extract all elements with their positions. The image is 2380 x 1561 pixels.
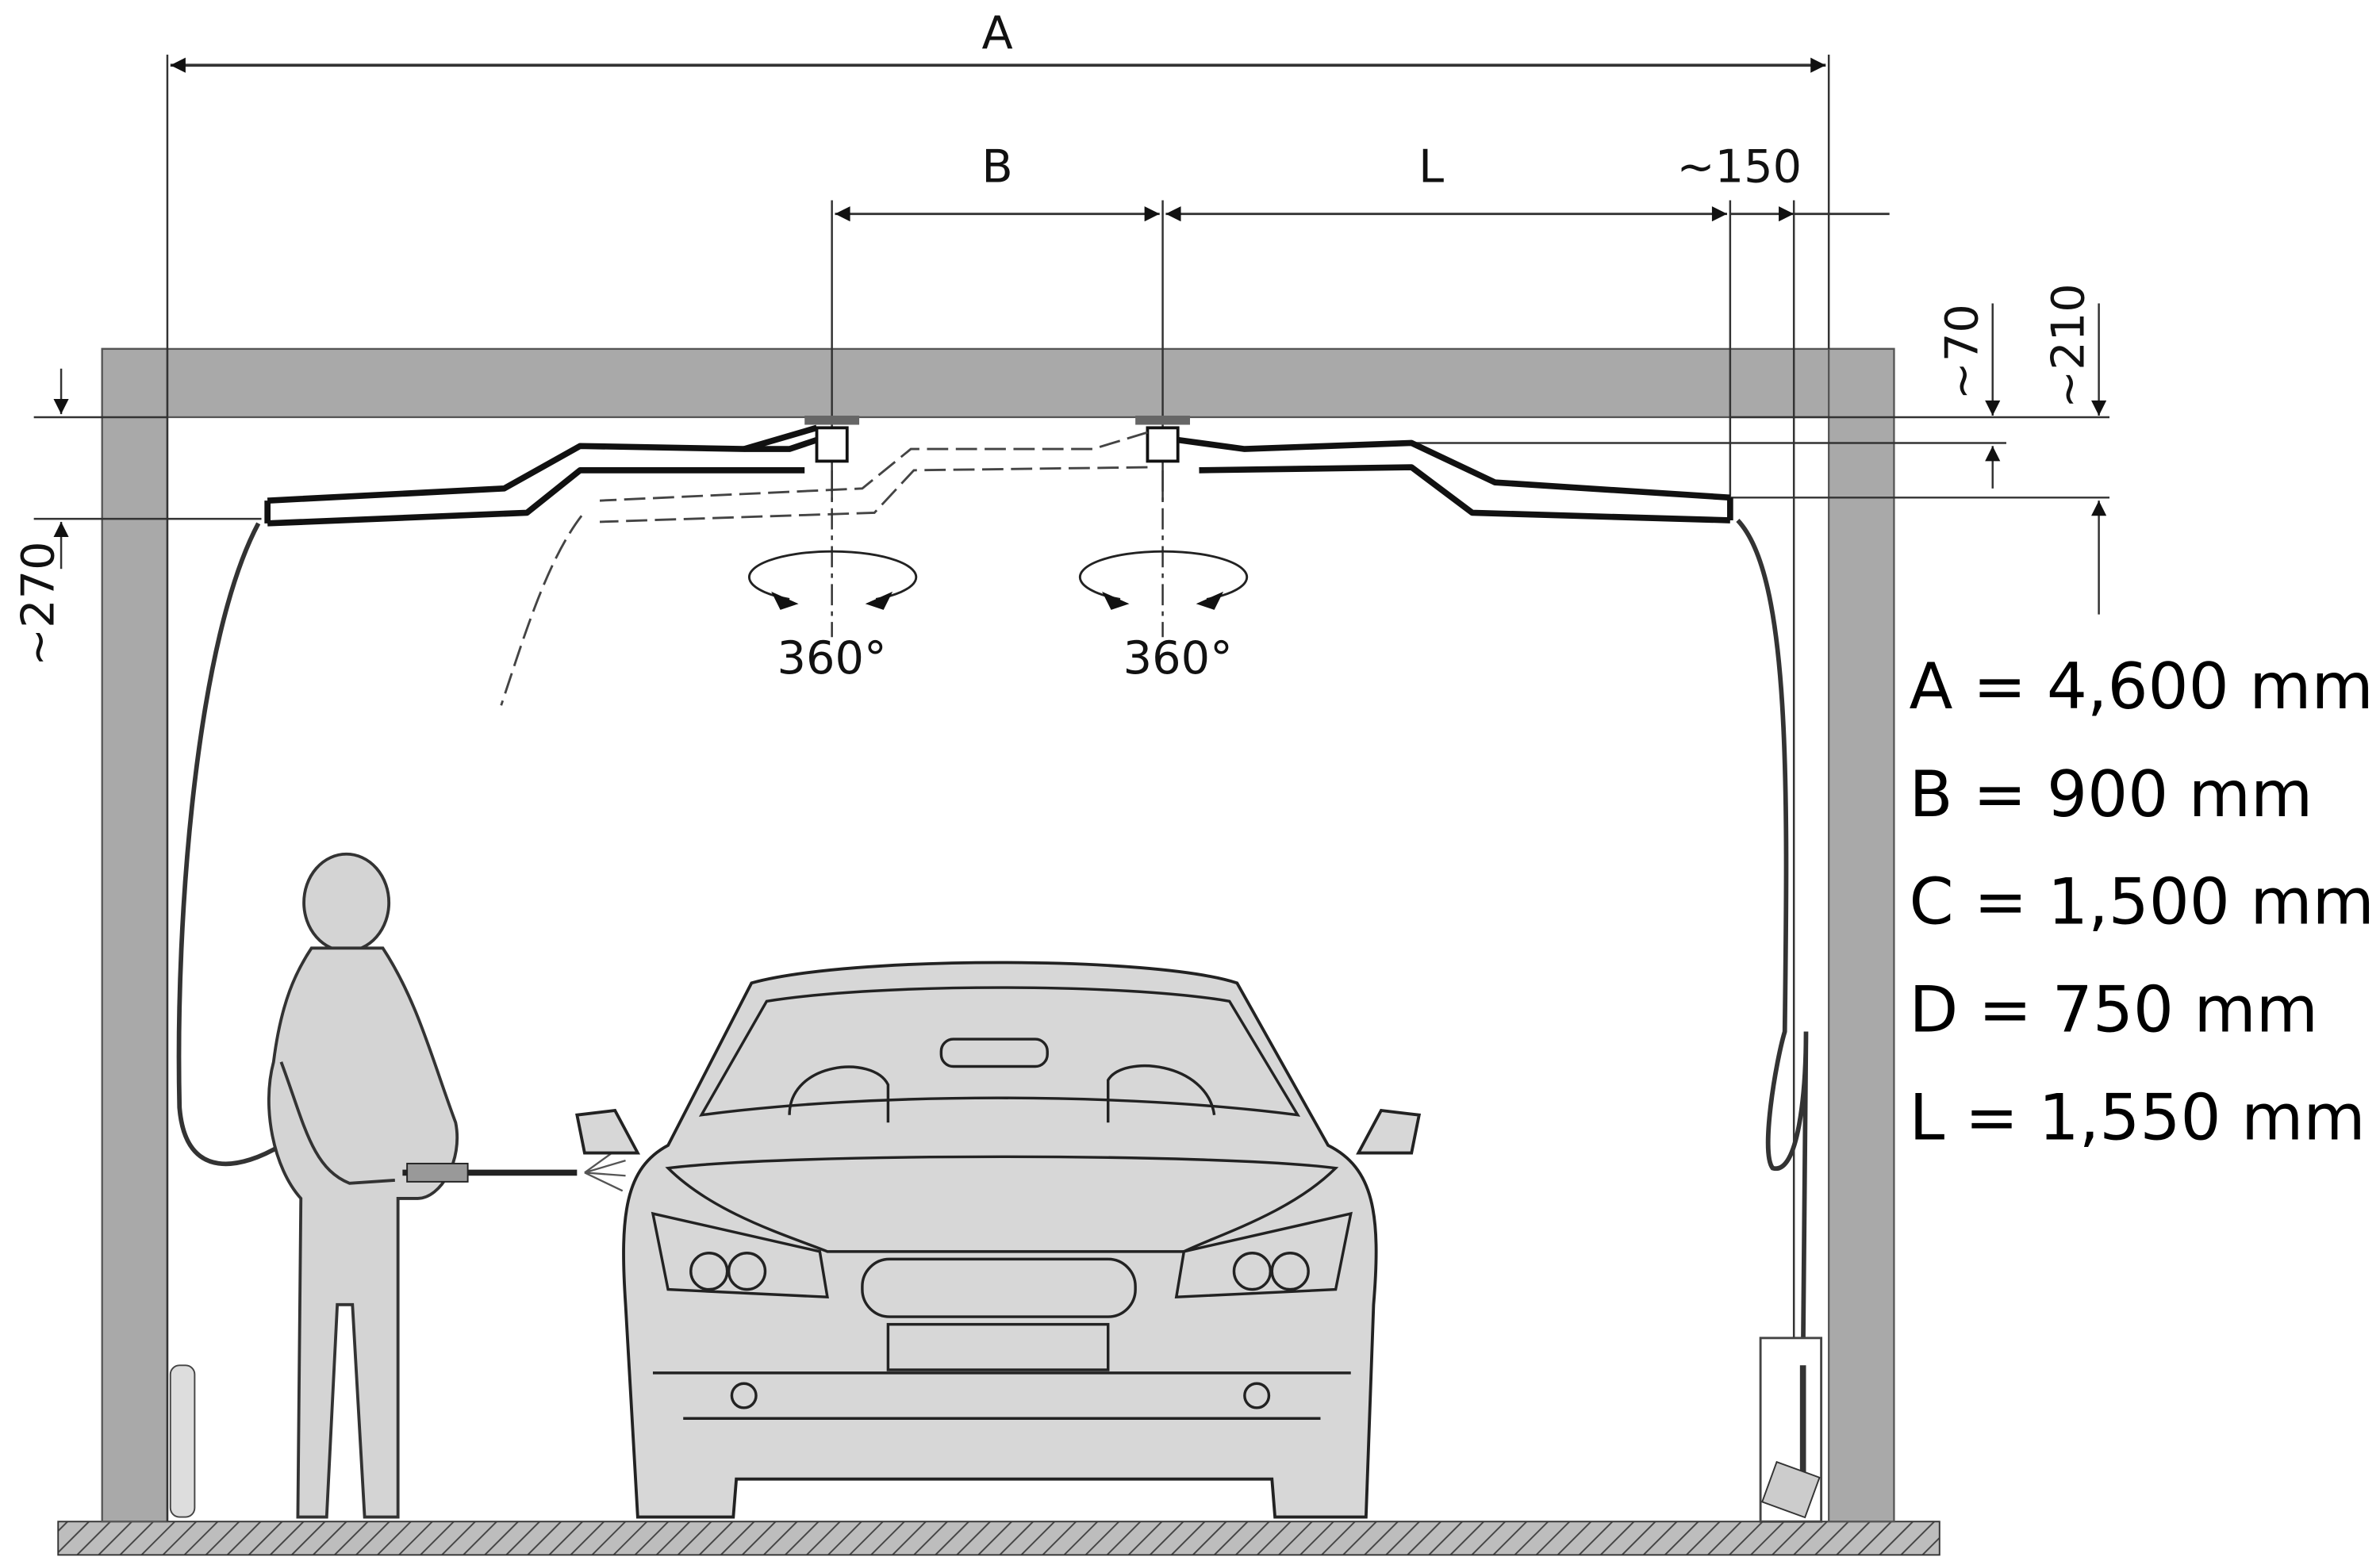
rotation-indicator-left: 360° xyxy=(748,470,918,685)
car-front-view xyxy=(575,961,1422,1519)
boom-arm-right xyxy=(1177,436,1733,524)
dimension-270: ~270 xyxy=(12,368,262,666)
dimension-70-label: ~70 xyxy=(1936,304,1989,400)
legend-a: A = 4,600 mm xyxy=(1910,649,2374,723)
ceiling-mount-left xyxy=(804,416,860,463)
dimension-270-label: ~270 xyxy=(12,541,65,666)
dimension-210-label: ~210 xyxy=(2041,283,2094,408)
dimension-b-label: B xyxy=(981,140,1012,194)
left-wall xyxy=(101,347,169,1523)
rotation-indicator-right: 360° xyxy=(1078,470,1249,685)
spray-gun xyxy=(402,1145,626,1192)
rotation-label-right: 360° xyxy=(1123,631,1233,685)
boom-arm-left xyxy=(264,424,818,527)
legend-c: C = 1,500 mm xyxy=(1910,865,2374,939)
ceiling-beam xyxy=(101,347,1895,419)
legend-d: D = 750 mm xyxy=(1910,972,2318,1047)
dimension-70-210: ~70 ~210 xyxy=(1411,283,2109,615)
legend-l: L = 1,550 mm xyxy=(1910,1080,2366,1154)
post xyxy=(169,1364,196,1518)
ceiling-mount-right xyxy=(1135,416,1190,463)
rotation-label-left: 360° xyxy=(777,631,887,685)
brush-holder xyxy=(1759,1337,1823,1523)
dimension-a-label: A xyxy=(981,6,1012,59)
boom-arm-alternate-position xyxy=(500,431,1148,706)
dimension-b-l: B L ~150 xyxy=(831,140,1890,1522)
dimension-a: A xyxy=(166,6,1830,1522)
dimension-l-label: L xyxy=(1418,140,1444,194)
right-wall xyxy=(1828,347,1895,1523)
person-silhouette xyxy=(267,852,459,1519)
dimension-legend: A = 4,600 mm B = 900 mm C = 1,500 mm D =… xyxy=(1910,649,2374,1154)
hose-right xyxy=(1736,519,1809,1366)
legend-b: B = 900 mm xyxy=(1910,757,2313,831)
floor xyxy=(57,1521,1940,1556)
dimension-150-label: ~150 xyxy=(1677,140,1802,194)
